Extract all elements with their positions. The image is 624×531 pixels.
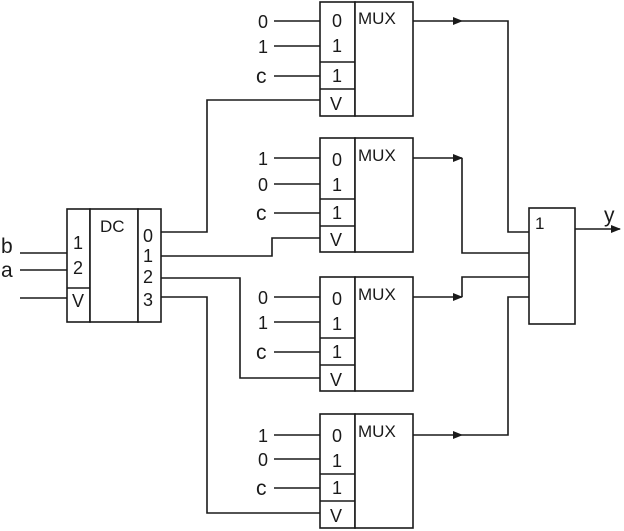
mux-2-signal-0: 1 bbox=[258, 149, 268, 169]
decoder-output-pin-2: 2 bbox=[143, 267, 153, 287]
mux-3-title: MUX bbox=[358, 285, 396, 304]
decoder-body bbox=[89, 208, 139, 323]
mux-4-pin-section bbox=[319, 413, 356, 529]
mux-2-pin-2: 1 bbox=[332, 203, 342, 223]
decoder-title: DC bbox=[100, 217, 125, 236]
wire-dc1-to-mux2-v bbox=[161, 237, 320, 257]
mux-2-pin-1: 1 bbox=[332, 175, 342, 195]
mux-1-pin-0: 0 bbox=[332, 11, 342, 31]
mux-1-title: MUX bbox=[358, 9, 396, 28]
mux-3-signal-c: c bbox=[256, 341, 267, 364]
mux-1-pin-1: 1 bbox=[332, 36, 342, 56]
mux-2-pin-0: 0 bbox=[332, 150, 342, 170]
mux-4-signal-c: c bbox=[256, 477, 267, 500]
decoder-enable-pin: V bbox=[72, 291, 84, 311]
or-gate-title: 1 bbox=[535, 214, 544, 233]
decoder-input-pin-1: 1 bbox=[73, 233, 83, 253]
mux-1-pin-section bbox=[319, 1, 356, 117]
mux-4-pin-0: 0 bbox=[332, 426, 342, 446]
output-label-y: y bbox=[604, 204, 615, 227]
mux-2-body bbox=[354, 137, 414, 253]
output: y bbox=[575, 204, 621, 233]
mux-4-pin-1: 1 bbox=[332, 451, 342, 471]
mux-3-pin-section bbox=[319, 276, 356, 392]
mux-4-pin-2: 1 bbox=[332, 478, 342, 498]
mux-1: MUX 0 1 1 V 0 1 c bbox=[256, 1, 414, 117]
wire-dc2-to-mux3-v bbox=[161, 277, 320, 379]
mux-4-pin-v: V bbox=[330, 506, 342, 526]
mux-1-body bbox=[354, 1, 414, 117]
mux-2-signal-1: 0 bbox=[258, 175, 268, 195]
decoder-output-pin-0: 0 bbox=[143, 226, 153, 246]
mux-output-wires bbox=[413, 17, 529, 439]
or-gate: 1 bbox=[528, 207, 576, 325]
mux-3-body bbox=[354, 276, 414, 392]
mux-2: MUX 0 1 1 V 1 0 c bbox=[256, 137, 414, 253]
wire-dc0-to-mux1-v bbox=[161, 99, 320, 233]
mux-4-signal-1: 0 bbox=[258, 450, 268, 470]
mux-3-signal-1: 1 bbox=[258, 313, 268, 333]
mux-2-signal-c: c bbox=[256, 202, 267, 225]
mux-4-title: MUX bbox=[358, 422, 396, 441]
decoder-output-pin-3: 3 bbox=[143, 290, 153, 310]
or-gate-body bbox=[528, 207, 576, 325]
input-label-a: a bbox=[1, 259, 13, 282]
decoder-input-wires: b a bbox=[1, 235, 67, 299]
decoder-output-pin-1: 1 bbox=[143, 246, 153, 266]
mux-2-title: MUX bbox=[358, 146, 396, 165]
mux-4: MUX 0 1 1 V 1 0 c bbox=[256, 413, 414, 529]
mux-1-signal-0: 0 bbox=[258, 12, 268, 32]
mux-3-pin-1: 1 bbox=[332, 314, 342, 334]
mux-3-pin-2: 1 bbox=[332, 342, 342, 362]
mux-2-pin-v: V bbox=[330, 230, 342, 250]
mux-1-pin-2: 1 bbox=[332, 66, 342, 86]
mux-3: MUX 0 1 1 V 0 1 c bbox=[256, 276, 414, 392]
mux-3-pin-v: V bbox=[330, 370, 342, 390]
mux-1-signal-1: 1 bbox=[258, 37, 268, 57]
mux-1-signal-c: c bbox=[256, 65, 267, 88]
input-label-b: b bbox=[1, 235, 13, 258]
mux-3-pin-0: 0 bbox=[332, 289, 342, 309]
mux-4-signal-0: 1 bbox=[258, 426, 268, 446]
mux-3-signal-0: 0 bbox=[258, 288, 268, 308]
decoder-input-pin-2: 2 bbox=[73, 258, 83, 278]
decoder-output-section bbox=[137, 208, 162, 323]
decoder: DC 1 2 V 0 1 2 3 bbox=[66, 208, 162, 323]
mux-4-body bbox=[354, 413, 414, 529]
wire-dc3-to-mux4-v bbox=[161, 296, 320, 514]
mux-1-pin-v: V bbox=[330, 94, 342, 114]
decoder-output-wires bbox=[161, 99, 320, 514]
